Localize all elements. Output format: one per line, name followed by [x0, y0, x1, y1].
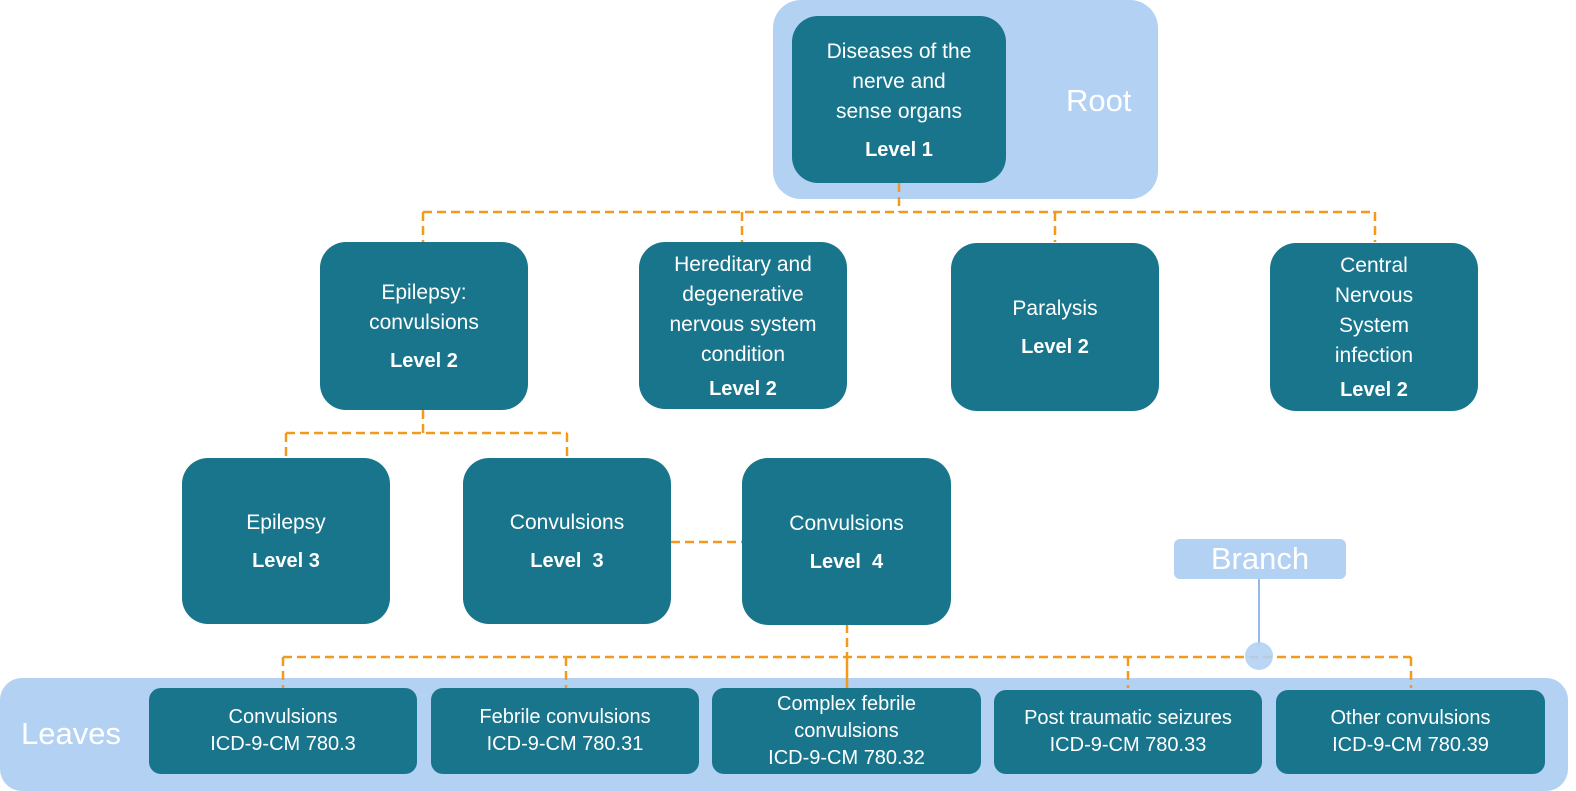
leaves-panel-label: Leaves — [21, 716, 121, 751]
connector-level4-to-leaves — [281, 624, 1413, 688]
branch-label: Branch — [1174, 539, 1346, 579]
node-title: Central Nervous System infection — [1334, 254, 1414, 367]
leaf-title: Other convulsions ICD-9-CM 780.39 — [1330, 707, 1491, 756]
node-level: Level 2 — [1021, 336, 1089, 358]
connector-epilepsy-to-level3 — [284, 410, 569, 458]
node-title: Paralysis — [1012, 297, 1098, 320]
level3-node-convulsions[interactable]: Convulsions Level 3 — [463, 458, 671, 624]
leaf-node-convulsions[interactable]: Convulsions ICD-9-CM 780.3 — [149, 688, 417, 774]
node-level: Level 2 — [1340, 379, 1408, 401]
node-title: Diseases of the nerve and sense organs — [826, 39, 972, 123]
leaf-title: Complex febrile convulsions ICD-9-CM 780… — [768, 692, 925, 769]
node-level: Level 3 — [530, 550, 604, 572]
node-title: Convulsions — [509, 511, 625, 534]
node-level: Level 3 — [252, 550, 320, 572]
leaf-title: Post traumatic seizures ICD-9-CM 780.33 — [1024, 707, 1232, 756]
level2-node-epilepsy-convulsions[interactable]: Epilepsy: convulsions Level 2 — [320, 242, 528, 410]
leaf-title: Febrile convulsions ICD-9-CM 780.31 — [479, 706, 651, 755]
branch-pointer-dot — [1245, 642, 1273, 670]
leaf-title: Convulsions ICD-9-CM 780.3 — [210, 706, 356, 755]
node-level: Level 1 — [865, 138, 933, 161]
level2-node-cns-infection[interactable]: Central Nervous System infection Level 2 — [1270, 243, 1478, 411]
root-node[interactable]: Diseases of the nerve and sense organs L… — [792, 16, 1006, 183]
node-level: Level 4 — [809, 550, 884, 573]
level2-node-paralysis[interactable]: Paralysis Level 2 — [951, 243, 1159, 411]
leaf-node-other-convulsions[interactable]: Other convulsions ICD-9-CM 780.39 — [1276, 690, 1545, 774]
node-title: Epilepsy — [246, 511, 326, 534]
node-level: Level 2 — [709, 377, 777, 400]
node-level: Level 2 — [390, 350, 458, 372]
root-panel-label: Root — [1066, 83, 1132, 118]
leaf-node-complex-febrile-convulsions[interactable]: Complex febrile convulsions ICD-9-CM 780… — [712, 688, 981, 774]
node-title: Epilepsy: convulsions — [369, 281, 479, 334]
leaf-node-post-traumatic-seizures[interactable]: Post traumatic seizures ICD-9-CM 780.33 — [994, 690, 1262, 774]
connector-root-to-level2 — [421, 183, 1377, 242]
node-title: Convulsions — [789, 511, 904, 535]
leaf-node-febrile-convulsions[interactable]: Febrile convulsions ICD-9-CM 780.31 — [431, 688, 699, 774]
level4-node-convulsions[interactable]: Convulsions Level 4 — [742, 458, 951, 625]
node-title: Hereditary and degenerative nervous syst… — [669, 252, 817, 366]
level3-node-epilepsy[interactable]: Epilepsy Level 3 — [182, 458, 390, 624]
level2-node-hereditary[interactable]: Hereditary and degenerative nervous syst… — [639, 242, 847, 409]
